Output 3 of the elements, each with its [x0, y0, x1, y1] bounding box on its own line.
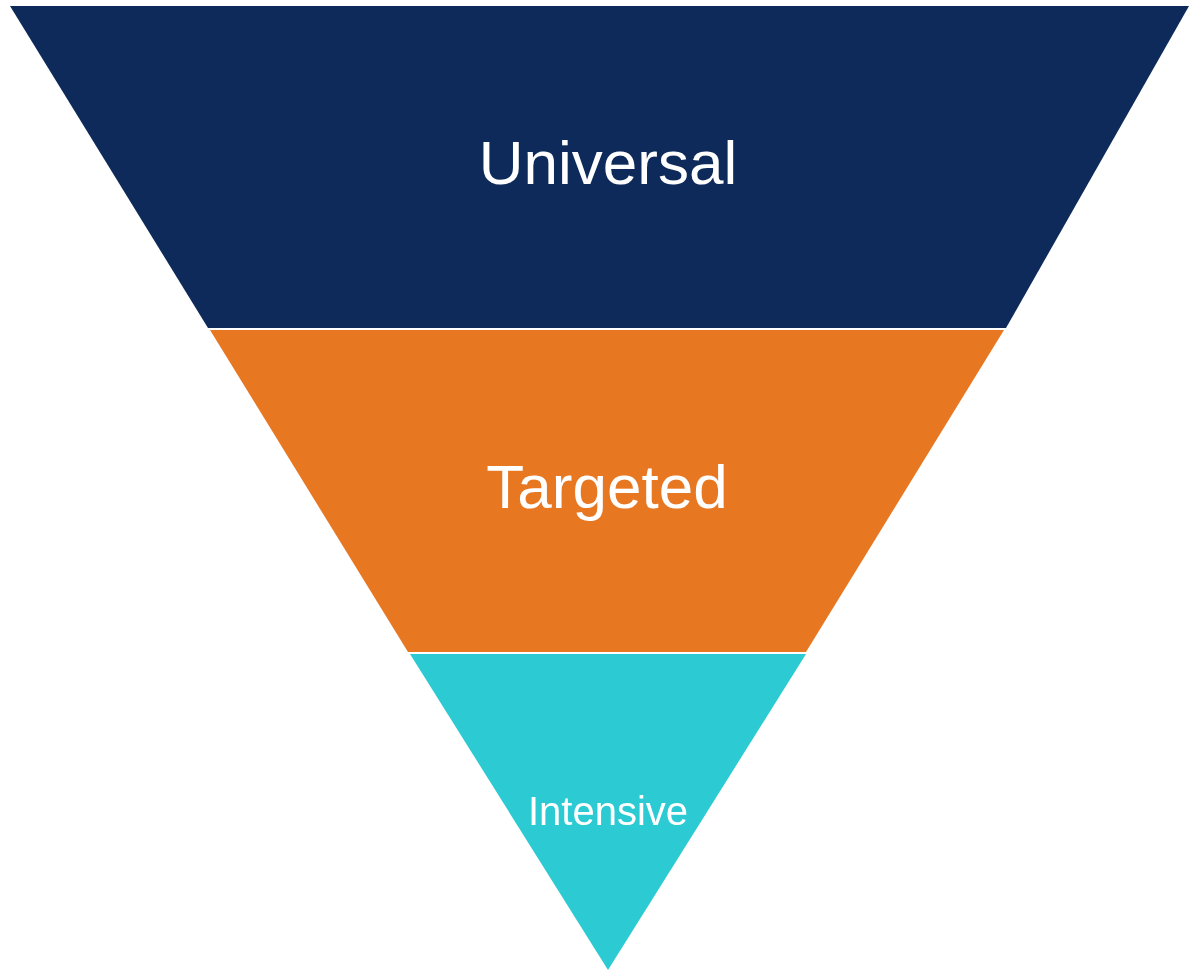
segment-label: Universal — [478, 128, 738, 198]
segment-label: Intensive — [527, 789, 689, 833]
segment-label: Targeted — [486, 452, 728, 522]
